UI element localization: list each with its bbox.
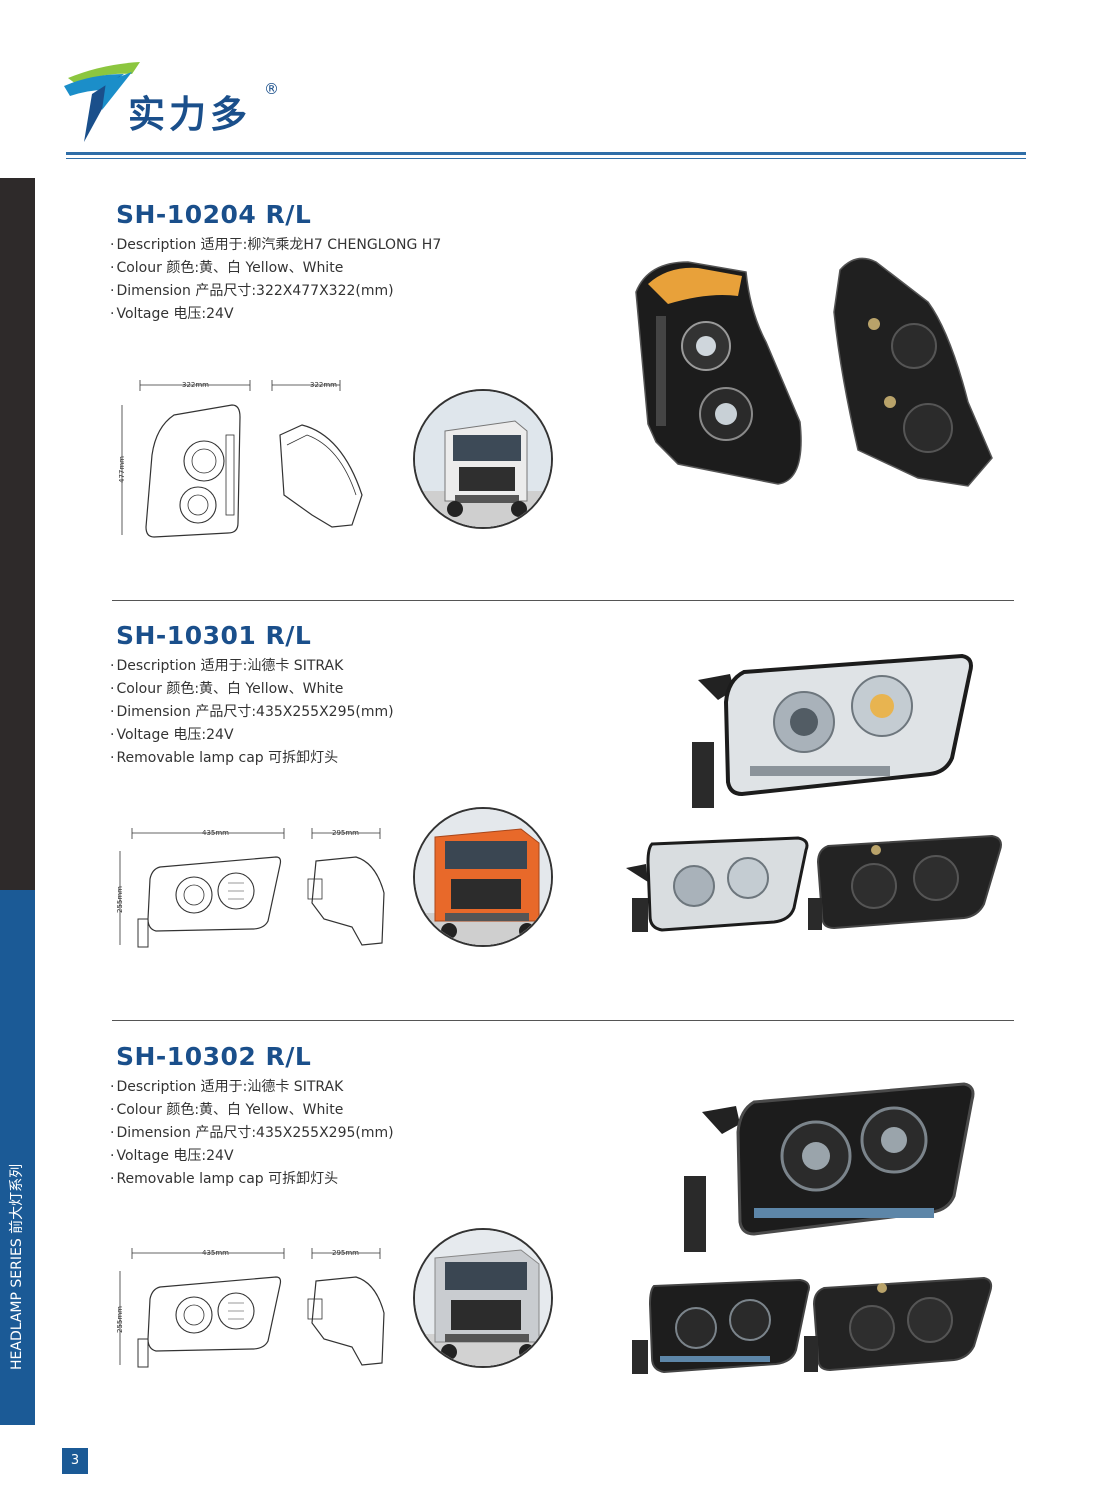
- spec-item: ·Description 适用于:汕德卡 SITRAK: [110, 1079, 344, 1095]
- dimension-drawing-icon: 435mm 255mm 295mm: [116, 1248, 385, 1368]
- dim-width-label: 435mm: [202, 1249, 229, 1257]
- spec-item: ·Dimension 产品尺寸:435X255X295(mm): [110, 704, 394, 720]
- section-divider: [112, 1020, 1014, 1021]
- headlamp-photo-main: [684, 1082, 975, 1252]
- product-section-3: SH-10302 R/L ·Description 适用于:汕德卡 SITRAK…: [110, 1042, 1020, 1402]
- spec-list: ·Description 适用于:柳汽乘龙H7 CHENGLONG H7 ·Co…: [110, 234, 441, 326]
- headlamp-photo-main: [692, 653, 973, 808]
- page-number: 3: [62, 1448, 88, 1474]
- dimension-drawing-icon: 435mm 255mm 295mm: [116, 828, 385, 948]
- spec-item: ·Voltage 电压:24V: [110, 306, 234, 322]
- sidebar-dark-band: [0, 178, 35, 890]
- truck-photo-circle: [413, 389, 553, 529]
- dim-width-label: 435mm: [202, 829, 229, 837]
- spec-item: ·Dimension 产品尺寸:435X255X295(mm): [110, 1125, 394, 1141]
- brand-name: 实力多: [128, 93, 251, 136]
- section-divider: [112, 600, 1014, 601]
- sidebar-blue-band: [0, 890, 35, 1425]
- headlamp-photo-front-back: [626, 834, 1002, 932]
- truck-icon: [415, 809, 551, 945]
- headlamp-photo-front-back: [635, 257, 993, 487]
- spec-item: ·Description 适用于:柳汽乘龙H7 CHENGLONG H7: [110, 237, 442, 253]
- sidebar-series-label: HEADLAMP SERIES 前大灯系列: [9, 1163, 25, 1370]
- spec-list: ·Description 适用于:汕德卡 SITRAK ·Colour 颜色:黄…: [110, 1076, 394, 1191]
- brand-logo-icon: [64, 62, 140, 142]
- truck-icon: [415, 1230, 551, 1366]
- product-title: SH-10301 R/L: [116, 621, 312, 650]
- spec-item: ·Voltage 电压:24V: [110, 727, 234, 743]
- header-rule: [66, 152, 1026, 155]
- dim-height-label: 477mm: [118, 456, 126, 483]
- product-section-1: SH-10204 R/L ·Description 适用于:柳汽乘龙H7 CHE…: [110, 200, 1020, 560]
- product-title: SH-10204 R/L: [116, 200, 312, 229]
- spec-list: ·Description 适用于:汕德卡 SITRAK ·Colour 颜色:黄…: [110, 655, 394, 770]
- spec-item: ·Colour 颜色:黄、白 Yellow、White: [110, 1102, 344, 1118]
- spec-item: ·Colour 颜色:黄、白 Yellow、White: [110, 260, 344, 276]
- dim-width-label: 322mm: [182, 381, 209, 389]
- spec-item: ·Description 适用于:汕德卡 SITRAK: [110, 658, 344, 674]
- dimension-drawing-icon: 322mm 477mm 322mm: [118, 380, 363, 538]
- spec-item: ·Removable lamp cap 可拆卸灯头: [110, 1171, 339, 1187]
- spec-item: ·Voltage 电压:24V: [110, 1148, 234, 1164]
- truck-photo-circle: [413, 1228, 553, 1368]
- spec-item: ·Colour 颜色:黄、白 Yellow、White: [110, 681, 344, 697]
- header-rule-thin: [66, 158, 1026, 159]
- product-title: SH-10302 R/L: [116, 1042, 312, 1071]
- registered-mark: ®: [264, 80, 279, 98]
- dim-depth-label: 322mm: [310, 381, 337, 389]
- spec-item: ·Dimension 产品尺寸:322X477X322(mm): [110, 283, 394, 299]
- headlamp-photo-front-back: [632, 1276, 993, 1374]
- dim-height-label: 255mm: [116, 1306, 124, 1333]
- spec-item: ·Removable lamp cap 可拆卸灯头: [110, 750, 339, 766]
- product-section-2: SH-10301 R/L ·Description 适用于:汕德卡 SITRAK…: [110, 621, 1020, 981]
- dim-height-label: 255mm: [116, 886, 124, 913]
- truck-photo-circle: [413, 807, 553, 947]
- truck-icon: [415, 391, 551, 527]
- dim-depth-label: 295mm: [332, 1249, 359, 1257]
- dim-depth-label: 295mm: [332, 829, 359, 837]
